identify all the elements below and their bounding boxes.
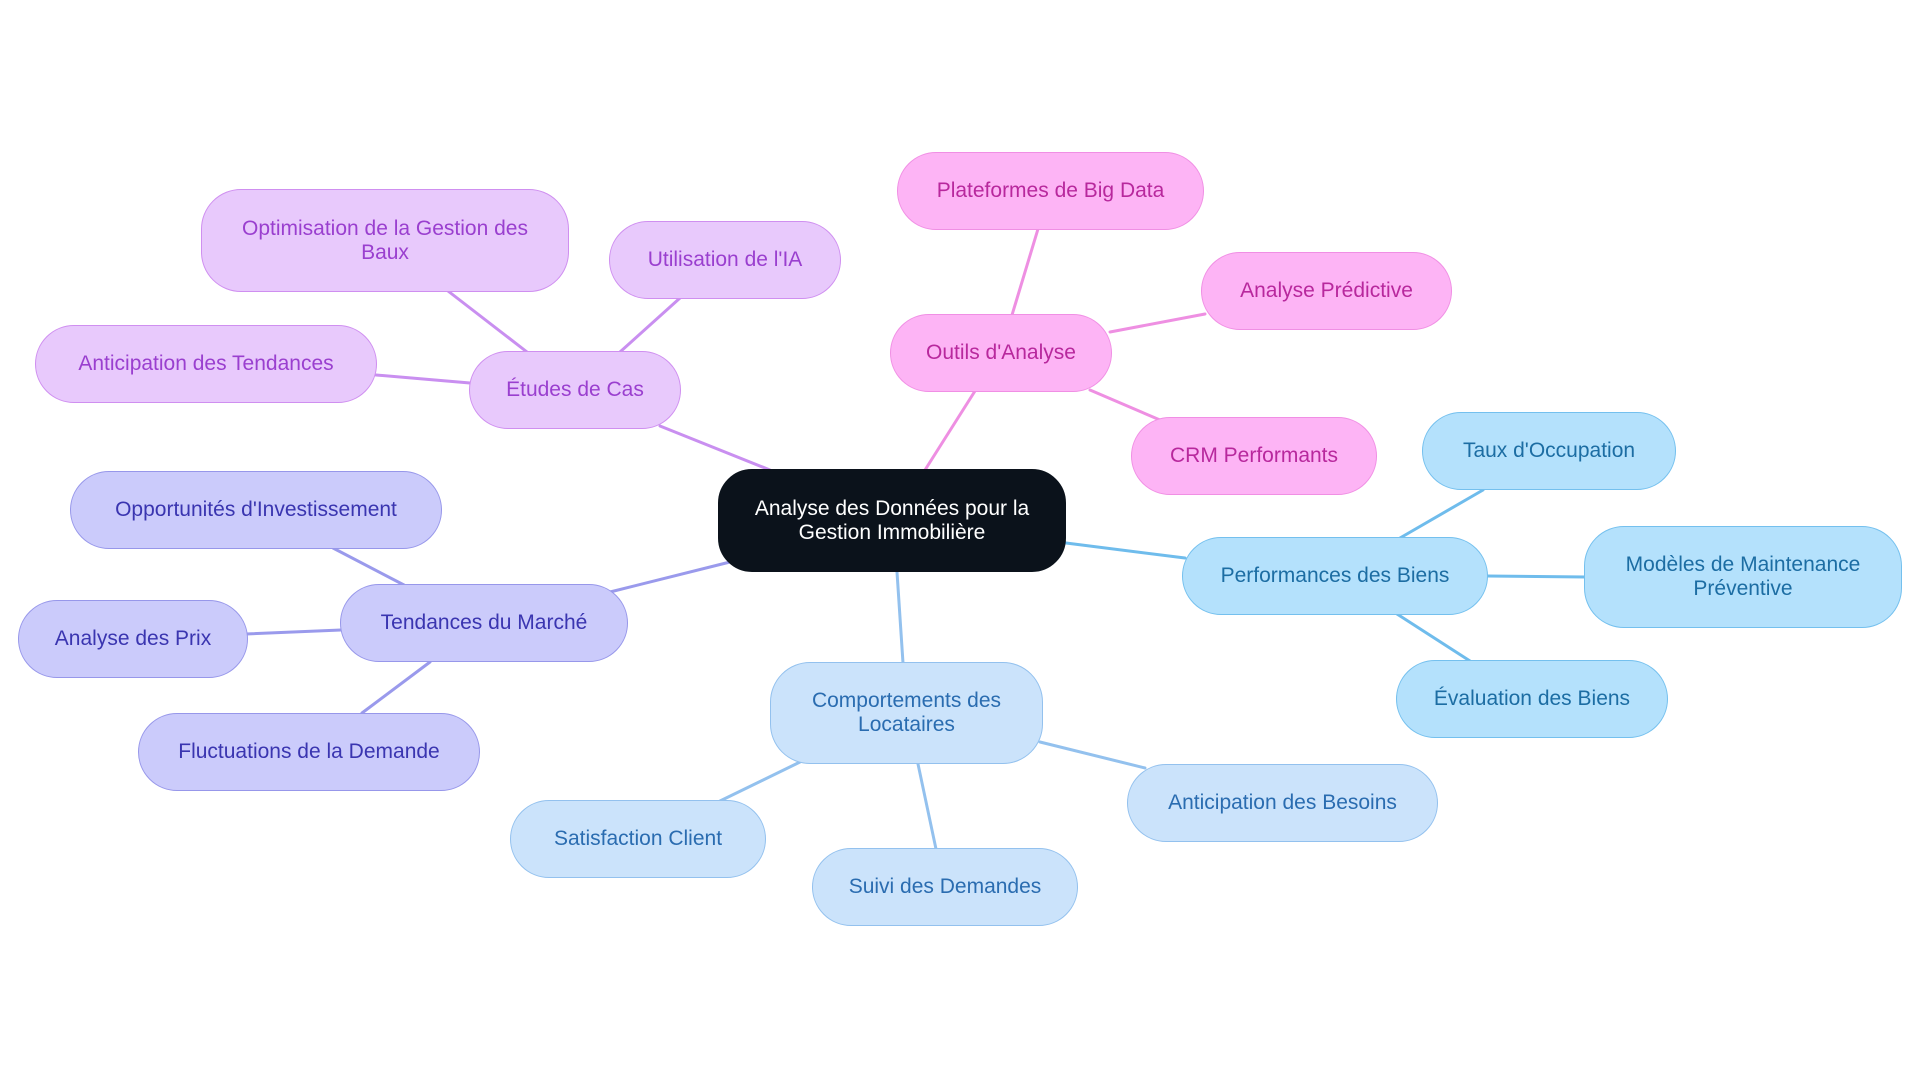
leaf-evaluation-biens: Évaluation des Biens <box>1396 660 1668 738</box>
link-outils-bigdata <box>1010 227 1040 317</box>
link-tend-opportunites <box>331 546 406 587</box>
leaf-label: Suivi des Demandes <box>848 875 1042 898</box>
branch-label: Tendances du Marché <box>380 611 588 634</box>
branch-label: Outils d'Analyse <box>926 341 1076 364</box>
link-comp-suivi <box>916 762 938 851</box>
leaf-label: Anticipation des Besoins <box>1168 791 1397 814</box>
leaf-label: CRM Performants <box>1169 444 1339 467</box>
leaf-label: Fluctuations de la Demande <box>178 740 440 763</box>
leaf-label: Satisfaction Client <box>553 827 723 850</box>
link-tend-prix <box>244 628 343 636</box>
leaf-analyse-predictive: Analyse Prédictive <box>1201 252 1452 330</box>
link-tend-fluctuations <box>360 660 432 715</box>
link-comp-satisfaction <box>718 760 802 803</box>
leaf-label: Analyse Prédictive <box>1240 279 1413 302</box>
branch-label: Comportements des Locataires <box>811 689 1002 736</box>
leaf-modeles-maintenance: Modèles de Maintenance Préventive <box>1584 526 1902 628</box>
leaf-label: Modèles de Maintenance Préventive <box>1625 553 1861 600</box>
link-etudes-anticipation <box>374 373 472 385</box>
leaf-plateformes-big-data: Plateformes de Big Data <box>897 152 1204 230</box>
link-outils-crm <box>1088 388 1162 422</box>
leaf-opportunites-investissement: Opportunités d'Investissement <box>70 471 442 549</box>
branch-tendances-marche: Tendances du Marché <box>340 584 628 662</box>
branch-label: Performances des Biens <box>1220 564 1450 587</box>
leaf-satisfaction-client: Satisfaction Client <box>510 800 766 878</box>
link-root-comportements <box>895 570 905 665</box>
root-label: Analyse des Données pour la Gestion Immo… <box>754 496 1030 544</box>
leaf-label: Anticipation des Tendances <box>78 352 334 375</box>
branch-performances-biens: Performances des Biens <box>1182 537 1488 615</box>
link-perf-maintenance <box>1485 574 1588 579</box>
leaf-label: Analyse des Prix <box>54 627 212 650</box>
leaf-label: Taux d'Occupation <box>1462 439 1636 462</box>
leaf-analyse-prix: Analyse des Prix <box>18 600 248 678</box>
leaf-suivi-demandes: Suivi des Demandes <box>812 848 1078 926</box>
link-root-performances <box>1064 541 1187 560</box>
leaf-anticipation-tendances: Anticipation des Tendances <box>35 325 377 403</box>
leaf-optimisation-gestion-baux: Optimisation de la Gestion des Baux <box>201 189 569 292</box>
root-node: Analyse des Données pour la Gestion Immo… <box>718 469 1066 572</box>
leaf-label: Utilisation de l'IA <box>647 248 803 271</box>
leaf-label: Opportunités d'Investissement <box>115 498 397 521</box>
leaf-fluctuations-demande: Fluctuations de la Demande <box>138 713 480 791</box>
leaf-utilisation-ia: Utilisation de l'IA <box>609 221 841 299</box>
leaf-label: Optimisation de la Gestion des Baux <box>242 216 528 264</box>
link-root-etudes <box>658 424 772 472</box>
link-etudes-ia <box>618 296 682 354</box>
link-etudes-optimisation <box>446 289 529 354</box>
branch-outils-analyse: Outils d'Analyse <box>890 314 1112 392</box>
branch-etudes-de-cas: Études de Cas <box>469 351 681 429</box>
link-perf-evaluation <box>1395 612 1472 663</box>
branch-comportements-locataires: Comportements des Locataires <box>770 662 1043 764</box>
leaf-label: Évaluation des Biens <box>1433 687 1631 710</box>
leaf-taux-occupation: Taux d'Occupation <box>1422 412 1676 490</box>
link-outils-predictive <box>1108 312 1207 334</box>
link-perf-taux <box>1398 488 1485 540</box>
link-root-outils <box>923 389 977 472</box>
link-comp-besoins <box>1038 740 1147 770</box>
branch-label: Études de Cas <box>506 378 644 401</box>
leaf-label: Plateformes de Big Data <box>936 179 1165 202</box>
link-root-tendances <box>608 560 732 594</box>
leaf-anticipation-besoins: Anticipation des Besoins <box>1127 764 1438 842</box>
leaf-crm-performants: CRM Performants <box>1131 417 1377 495</box>
